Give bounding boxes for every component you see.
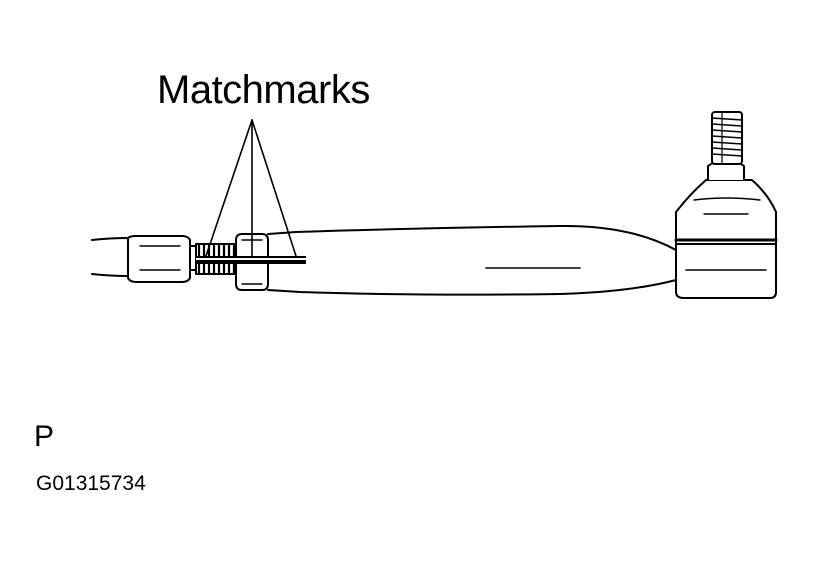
tie-rod-end-body xyxy=(267,224,677,296)
matchmark-leader-lines xyxy=(205,119,297,257)
view-letter-label: P xyxy=(34,420,55,453)
matchmark-bars xyxy=(196,256,306,264)
inner-tie-rod xyxy=(91,235,201,283)
figure-id-label: G01315734 xyxy=(36,472,146,495)
ball-joint-housing xyxy=(674,179,778,299)
matchmarks-label: Matchmarks xyxy=(157,68,370,112)
ball-stud xyxy=(707,111,745,181)
